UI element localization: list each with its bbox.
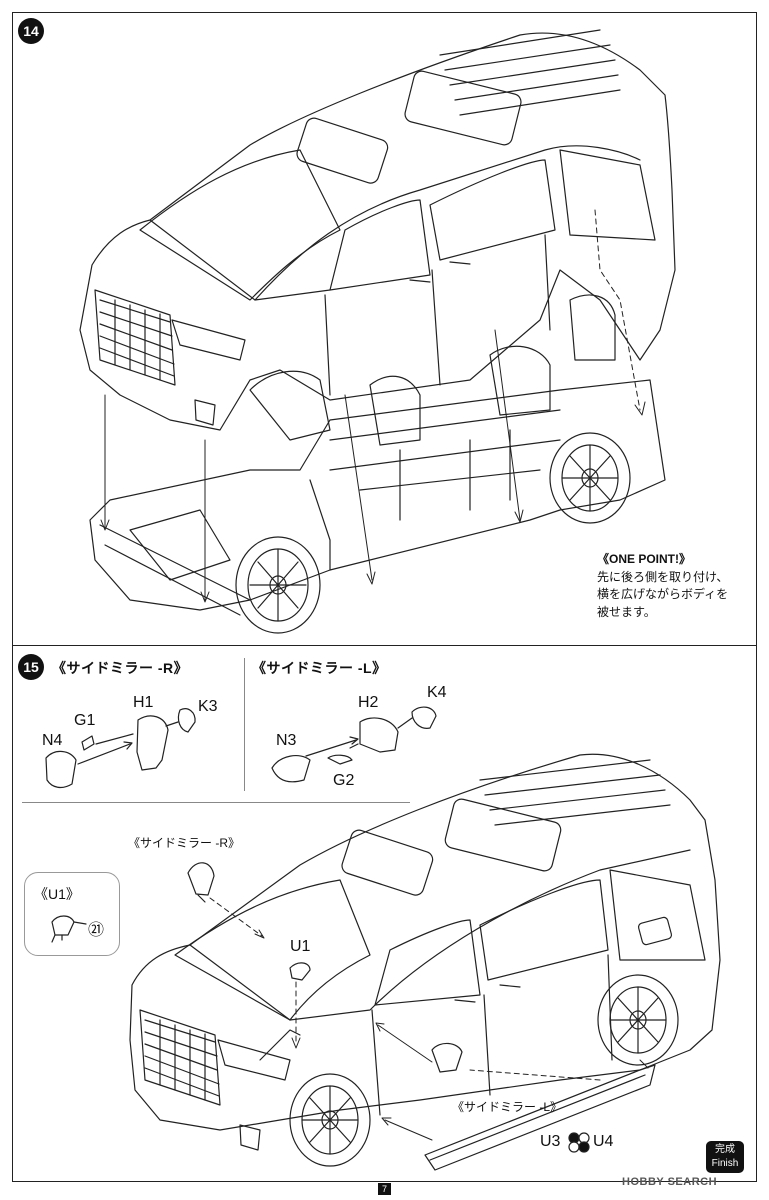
watermark: HOBBY SEARCH <box>622 1176 718 1188</box>
part-label-g1: G1 <box>74 712 96 729</box>
mirror-r-callout: 《サイドミラー -R》 <box>128 836 240 850</box>
assembly-arrows-15 <box>209 897 649 1141</box>
part-label-h1: H1 <box>133 694 154 711</box>
side-step-parts <box>424 1064 656 1171</box>
mirror-l-parts <box>271 706 437 783</box>
finish-label-jp: 完成 <box>715 1144 735 1155</box>
part-joiner-icon <box>568 1132 590 1153</box>
step-number-15: 15 <box>18 654 44 680</box>
step-number-14: 14 <box>18 18 44 44</box>
part-label-u1: U1 <box>290 938 311 955</box>
van-chassis-14 <box>89 379 666 616</box>
mirror-l-group-title: 《サイドミラー -L》 <box>252 660 387 676</box>
mirror-l-callout: 《サイドミラー -L》 <box>452 1100 563 1114</box>
van-body-15 <box>129 753 721 1151</box>
mirror-r-group-title: 《サイドミラー -R》 <box>52 660 189 676</box>
van-body-shell-14 <box>79 29 676 446</box>
one-point-line-2: 横を広げながらボディを <box>597 587 729 601</box>
part-label-n4: N4 <box>42 732 63 749</box>
step-divider <box>12 645 757 646</box>
finish-badge: 完成 Finish <box>706 1141 744 1173</box>
page-number: 7 <box>378 1183 391 1195</box>
van-wheels-15 <box>289 974 679 1167</box>
part-label-k4: K4 <box>427 684 447 701</box>
part-label-u4: U4 <box>593 1133 614 1150</box>
mirror-section-divider <box>22 802 410 803</box>
one-point-title: 《ONE POINT!》 <box>597 552 692 566</box>
part-label-k3: K3 <box>198 698 218 715</box>
assembly-arrows-14 <box>100 209 646 603</box>
one-point-note: 《ONE POINT!》 先に後ろ側を取り付け、 横を広げながらボディを 被せま… <box>597 551 757 621</box>
instruction-page-frame <box>12 12 757 1182</box>
mirror-placement-15 <box>51 862 463 1073</box>
part-label-g2: G2 <box>333 772 355 789</box>
finish-label-en: Finish <box>711 1158 739 1169</box>
part-label-u3: U3 <box>540 1133 561 1150</box>
mirror-r-parts <box>45 708 196 789</box>
part-label-h2: H2 <box>358 694 379 711</box>
part-label-n3: N3 <box>276 732 297 749</box>
van-wheels-14 <box>235 432 631 634</box>
u1-box-title: 《U1》 <box>34 886 80 902</box>
mirror-group-divider <box>244 658 245 791</box>
circled-ref-21: ㉑ <box>88 922 105 939</box>
u1-detail-box <box>24 872 120 956</box>
one-point-line-3: 被せます。 <box>597 604 656 619</box>
one-point-line-1: 先に後ろ側を取り付け、 <box>597 569 729 584</box>
